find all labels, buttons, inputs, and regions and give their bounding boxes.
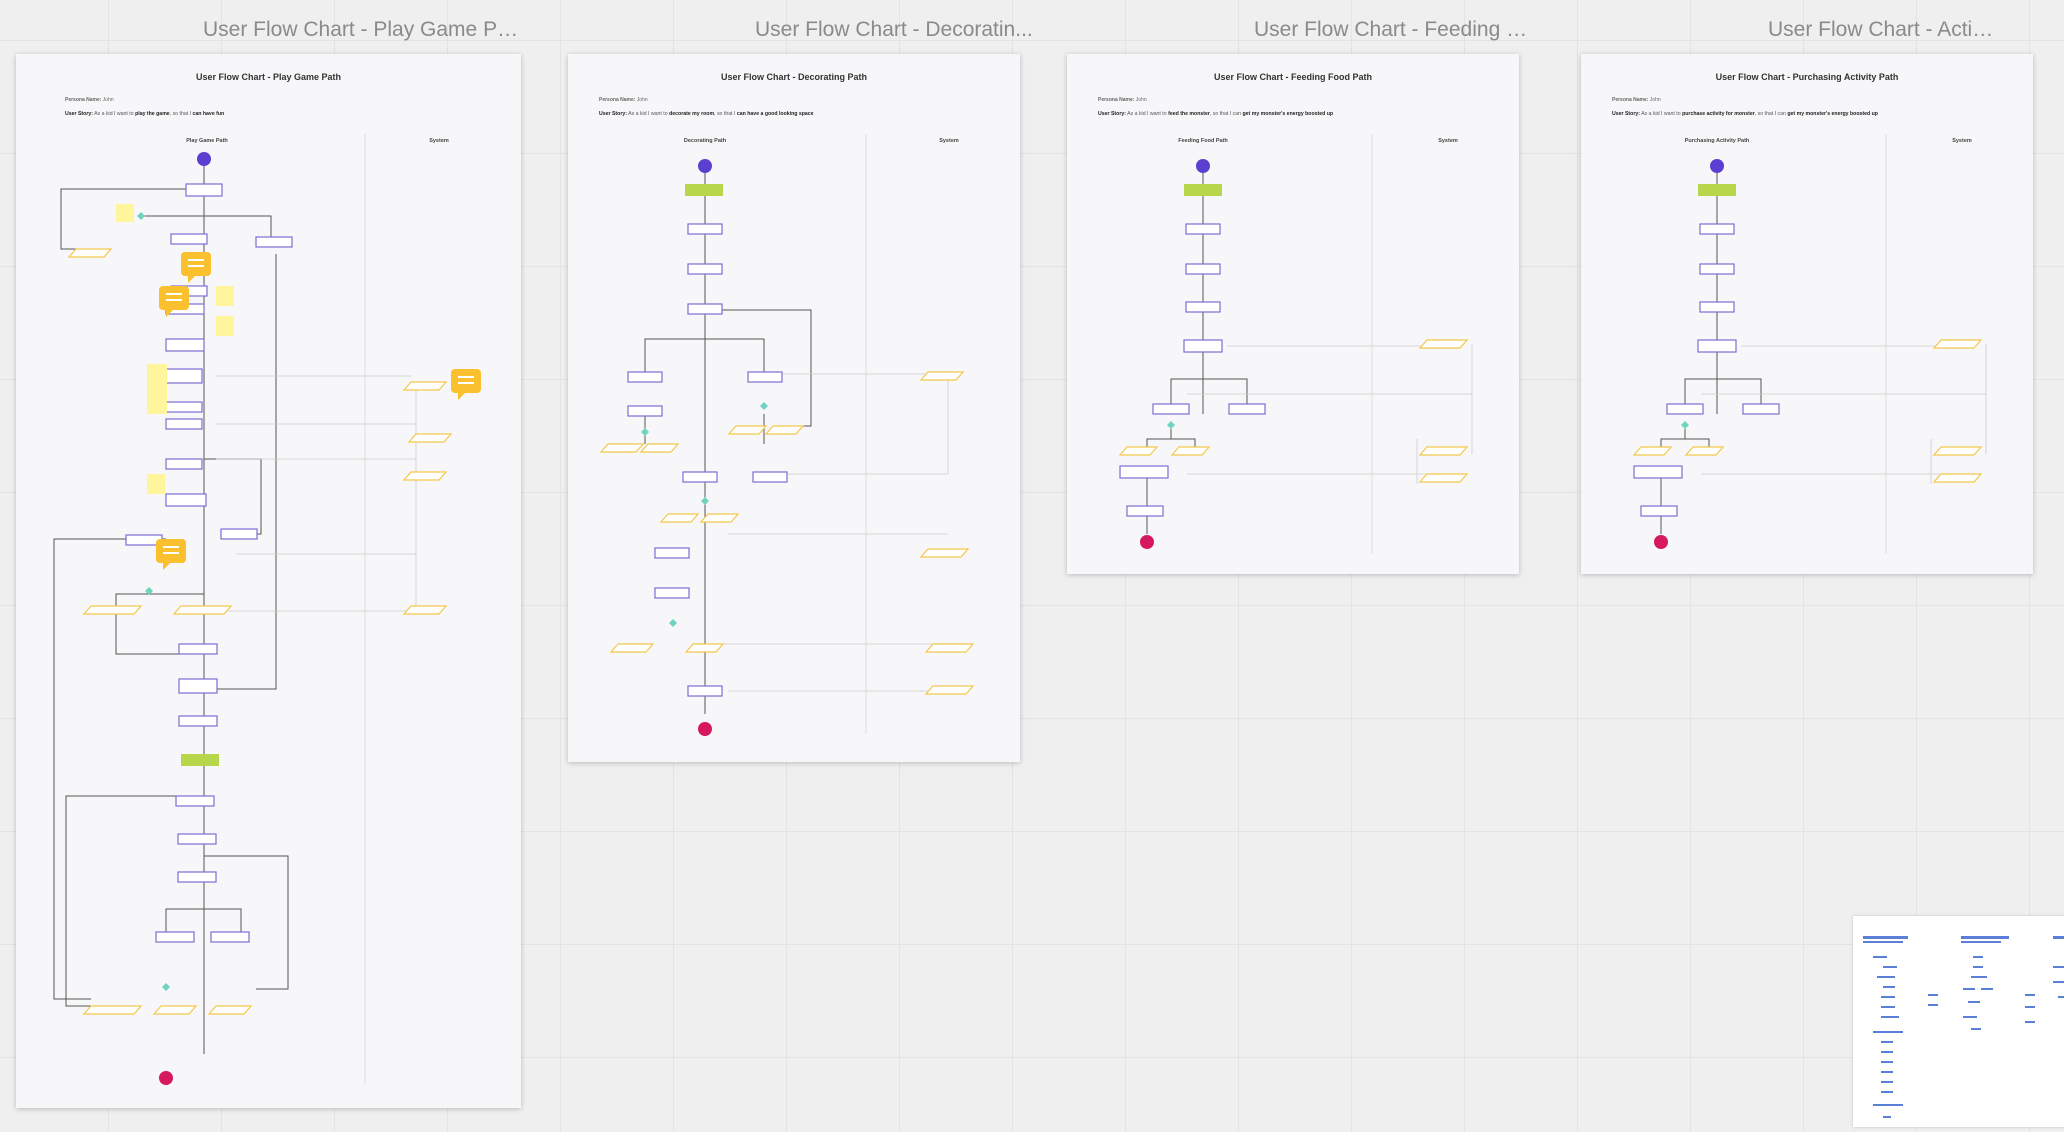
minimap-preview	[1863, 936, 2064, 1118]
story-so: , so that I	[169, 111, 192, 117]
column-header-system: System	[1952, 138, 1972, 144]
flowchart-activity	[1632, 134, 1987, 554]
flowchart-feeding	[1118, 134, 1473, 554]
story-text: As a kid I want to	[94, 111, 134, 117]
story-so: , so that I can	[1209, 111, 1242, 117]
story-benefit: get my monster's energy boosted up	[1242, 111, 1334, 117]
start-circle-icon	[1710, 159, 1724, 173]
story-goal: feed the monster	[1168, 111, 1210, 117]
doc-title: User Flow Chart - Decorating Path	[720, 72, 868, 82]
story-benefit: can have a good looking space	[736, 111, 814, 117]
user-story-line: User Story: As a kid I want to feed the …	[1098, 111, 1333, 117]
column-header-path: Feeding Food Path	[1178, 138, 1228, 144]
story-label: User Story:	[1612, 111, 1640, 117]
frame-feeding[interactable]: User Flow Chart - Feeding Food Path Pers…	[1067, 54, 1519, 574]
start-circle-icon	[1196, 159, 1210, 173]
minimap-navigator[interactable]	[1853, 916, 2064, 1127]
column-header-path: Play Game Path	[186, 138, 228, 144]
user-story-line: User Story: As a kid I want to purchase …	[1612, 111, 1878, 117]
story-goal: decorate my room	[669, 111, 715, 117]
story-so: , so that I can	[1754, 111, 1786, 117]
board-title-decorating[interactable]: User Flow Chart - Decoratin...	[755, 18, 1033, 41]
doc-title: User Flow Chart - Feeding Food Path	[1213, 72, 1372, 82]
persona-value: John	[1135, 97, 1147, 103]
board-title-activity[interactable]: User Flow Chart - Activity	[1768, 18, 1998, 41]
frame-decorating[interactable]: User Flow Chart - Decorating Path Person…	[568, 54, 1020, 762]
user-story-line: User Story: As a kid I want to decorate …	[599, 111, 814, 117]
persona-line: Persona Name: John	[1612, 97, 1661, 103]
speech-bubble-icon[interactable]	[159, 286, 189, 317]
persona-value: John	[636, 97, 648, 103]
persona-label: Persona Name:	[1612, 97, 1649, 103]
board-title-play-game[interactable]: User Flow Chart - Play Game Path	[203, 18, 523, 41]
user-story-line: User Story: As a kid I want to play the …	[65, 111, 224, 117]
speech-bubble-icon[interactable]	[156, 539, 186, 570]
flowchart-play-game	[53, 134, 481, 1085]
end-circle-icon	[1140, 535, 1154, 549]
story-goal: play the game	[135, 111, 170, 117]
column-header-system: System	[429, 138, 449, 144]
persona-label: Persona Name:	[1098, 97, 1135, 103]
end-circle-icon	[159, 1071, 173, 1085]
end-circle-icon	[698, 722, 712, 736]
column-header-path: Decorating Path	[683, 138, 727, 144]
start-circle-icon	[197, 152, 211, 166]
persona-line: Persona Name: John	[599, 97, 648, 103]
start-circle-icon	[698, 159, 712, 173]
flowchart-decorating	[599, 134, 975, 736]
story-label: User Story:	[1098, 111, 1126, 117]
column-header-system: System	[1438, 138, 1458, 144]
frame-activity[interactable]: User Flow Chart - Purchasing Activity Pa…	[1581, 54, 2033, 574]
persona-value: John	[1649, 97, 1661, 103]
persona-label: Persona Name:	[65, 97, 102, 103]
speech-bubble-icon[interactable]	[451, 369, 481, 400]
story-text: As a kid I want to	[1641, 111, 1681, 117]
persona-label: Persona Name:	[599, 97, 636, 103]
frame-play-game[interactable]: User Flow Chart - Play Game Path Persona…	[16, 54, 521, 1108]
story-text: As a kid I want to	[1127, 111, 1167, 117]
story-label: User Story:	[65, 111, 93, 117]
doc-title: User Flow Chart - Purchasing Activity Pa…	[1715, 72, 1899, 82]
persona-value: John	[102, 97, 114, 103]
persona-line: Persona Name: John	[65, 97, 114, 103]
column-header-path: Purchasing Activity Path	[1684, 138, 1750, 144]
story-so: , so that I	[714, 111, 736, 117]
column-header-system: System	[939, 138, 959, 144]
end-circle-icon	[1654, 535, 1668, 549]
story-benefit: get my monster's energy boosted up	[1787, 111, 1878, 117]
doc-title: User Flow Chart - Play Game Path	[195, 72, 342, 82]
story-goal: purchase activity for monster	[1682, 111, 1755, 117]
board-title-feeding[interactable]: User Flow Chart - Feeding F...	[1254, 18, 1534, 41]
story-text: As a kid I want to	[628, 111, 668, 117]
persona-line: Persona Name: John	[1098, 97, 1147, 103]
story-benefit: can have fun	[192, 111, 225, 117]
speech-bubble-icon[interactable]	[181, 252, 211, 283]
story-label: User Story:	[599, 111, 627, 117]
